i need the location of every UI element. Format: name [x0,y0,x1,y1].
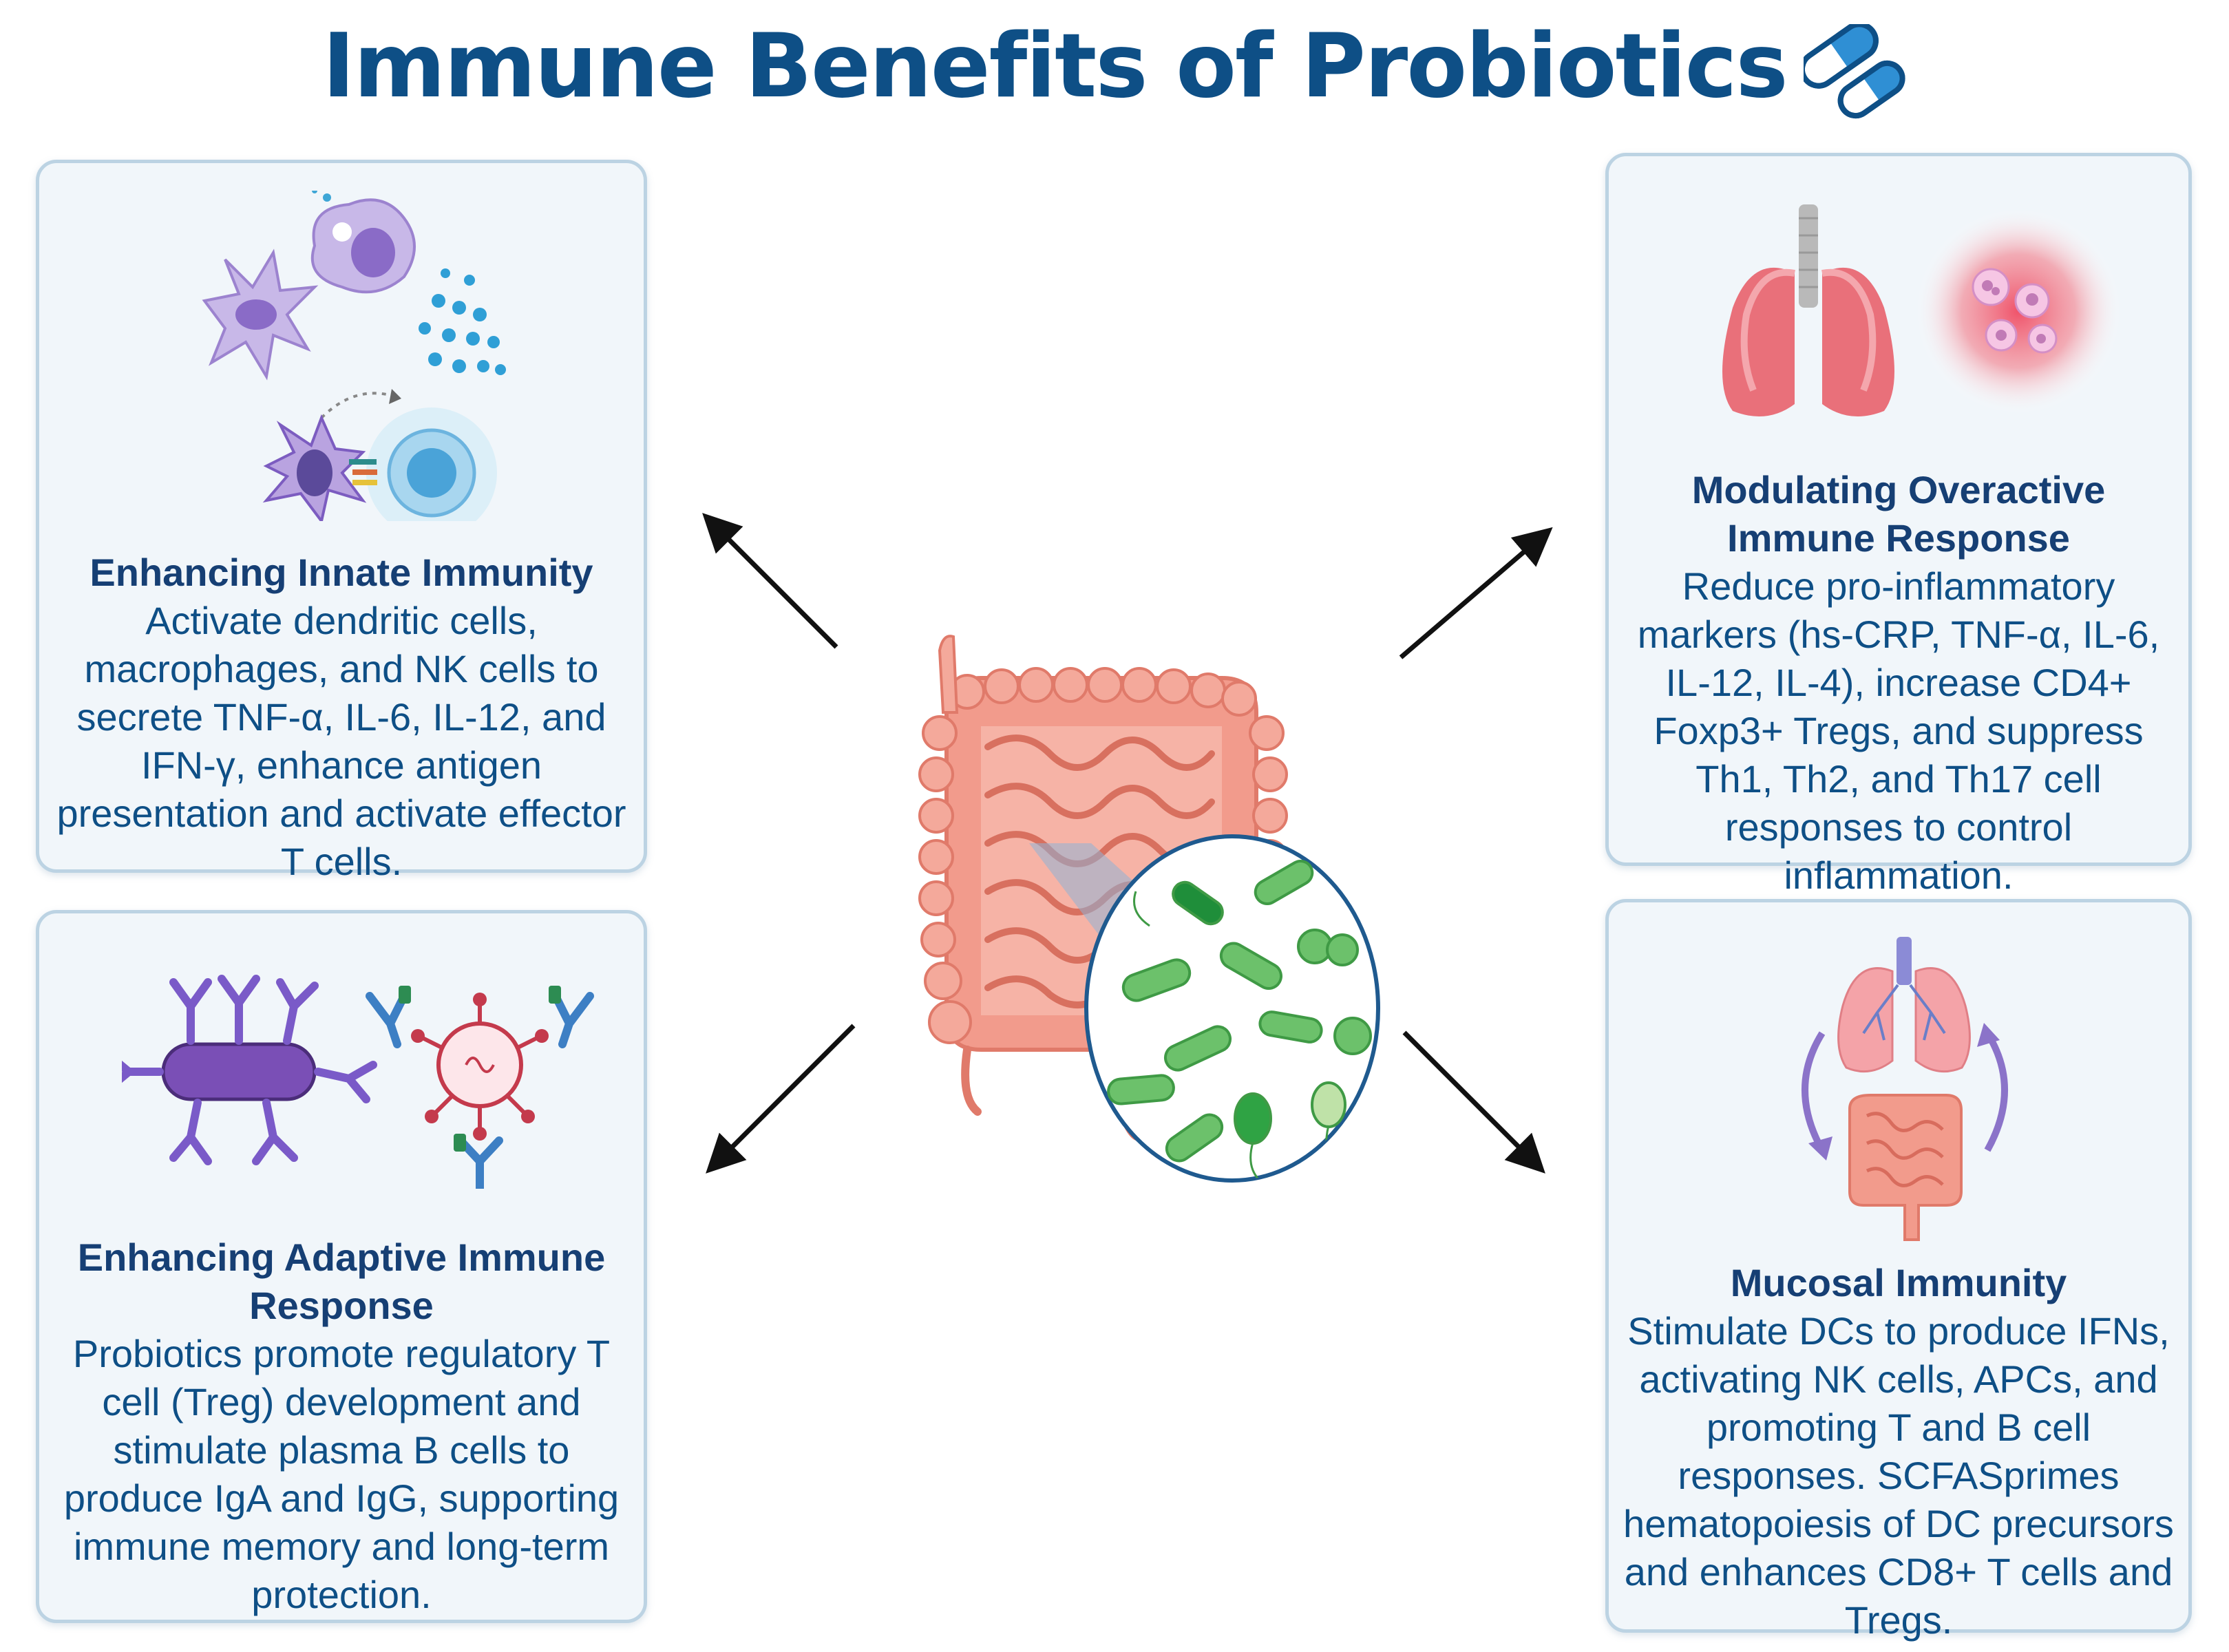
innate-body: Activate dendritic cells, macrophages, a… [56,599,626,883]
adaptive-body: Probiotics promote regulatory T cell (Tr… [63,1332,620,1616]
page-title: Immune Benefits of Probiotics [0,8,2229,125]
mucosal-title: Mucosal Immunity [1730,1261,2067,1304]
mucosal-text: Mucosal Immunity Stimulate DCs to produc… [1623,1259,2175,1644]
capsule-icon [1803,23,1905,118]
innate-title: Enhancing Innate Immunity [89,551,593,594]
arrow-to-innate [702,513,838,649]
arrow-to-mucosal [1402,1030,1545,1174]
bacteria-icon [1084,834,1380,1183]
lung-gut-axis-icon [1802,937,2008,1241]
immune-cells-icon [202,191,506,521]
modulating-text: Modulating Overactive Immune Response Re… [1623,466,2175,900]
arrow-to-adaptive [706,1024,856,1174]
adaptive-title: Enhancing Adaptive Immune Response [77,1236,606,1327]
title-text: Immune Benefits of Probiotics [322,15,1788,118]
modulating-body: Reduce pro-inflammatory markers (hs-CRP,… [1637,564,2160,897]
panel-adaptive-immunity: Enhancing Adaptive Immune Response Probi… [36,910,647,1623]
antibody-icon [122,975,594,1189]
innate-text: Enhancing Innate Immunity Activate dendr… [53,549,630,886]
arrow-to-modulating [1399,527,1553,659]
panel-modulating-immune-response: Modulating Overactive Immune Response Re… [1605,153,2192,897]
lungs-icon [1722,204,1894,416]
panel-mucosal-immunity: Mucosal Immunity Stimulate DCs to produc… [1605,899,2192,1642]
adaptive-text: Enhancing Adaptive Immune Response Probi… [53,1233,630,1619]
panel-innate-immunity: Enhancing Innate Immunity Activate dendr… [36,160,647,883]
modulating-title: Modulating Overactive Immune Response [1691,468,2106,560]
mucosal-body: Stimulate DCs to produce IFNs, activatin… [1623,1309,2174,1642]
cytokine-dots [419,268,506,375]
inflammation-icon [1915,208,2122,414]
